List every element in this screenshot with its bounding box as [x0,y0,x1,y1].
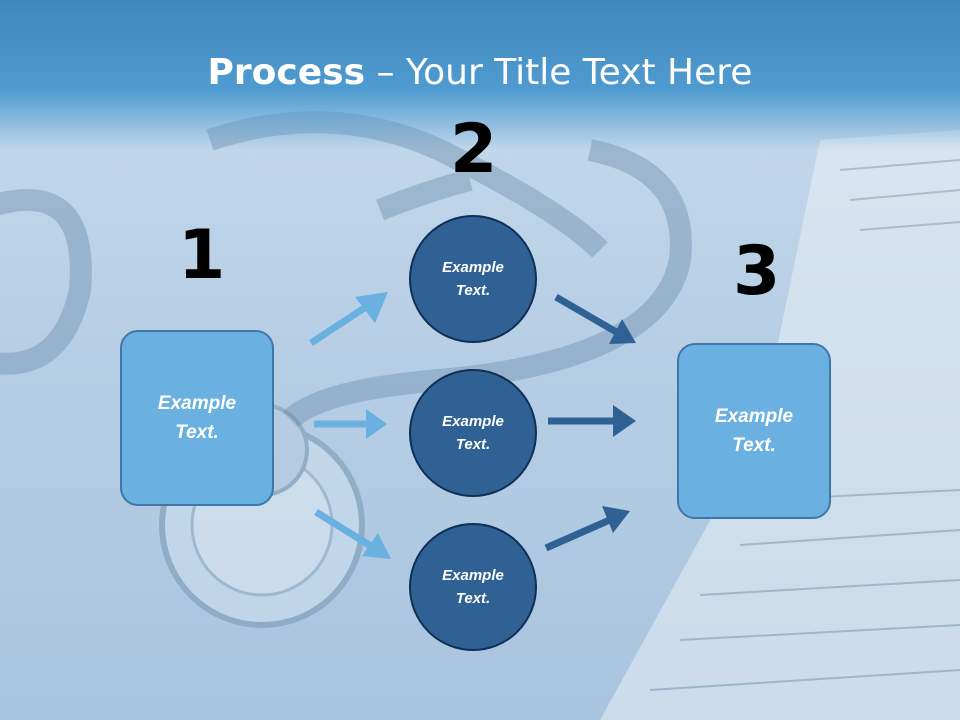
step-number-2: 2 [450,110,498,189]
step-3-box[interactable]: Example Text. [677,343,831,519]
step-number-3: 3 [733,232,781,311]
step-2-circle-bottom[interactable]: Example Text. [409,523,537,651]
step-2-circle-top[interactable]: Example Text. [409,215,537,343]
arrow-1-to-middle [314,409,387,439]
title-band [0,0,960,150]
title-bold: Process [207,52,366,93]
arrow-bottom-to-3 [544,506,630,552]
slide-title[interactable]: Process – Your Title Text Here [0,52,960,93]
step-1-box[interactable]: Example Text. [120,330,274,506]
step-2-text-middle: Example Text. [442,413,504,453]
arrow-top-to-3 [554,293,636,344]
step-2-text-bottom: Example Text. [442,567,504,607]
step-2-text-top: Example Text. [442,259,504,299]
step-1-text: Example Text. [157,393,237,443]
step-number-1: 1 [178,216,226,295]
step-2-circle-middle[interactable]: Example Text. [409,369,537,497]
arrow-1-to-top [309,292,388,346]
arrow-middle-to-3 [548,405,636,437]
step-3-text: Example Text. [714,406,794,456]
title-rest: – Your Title Text Here [365,52,753,93]
arrow-1-to-bottom [314,509,391,559]
